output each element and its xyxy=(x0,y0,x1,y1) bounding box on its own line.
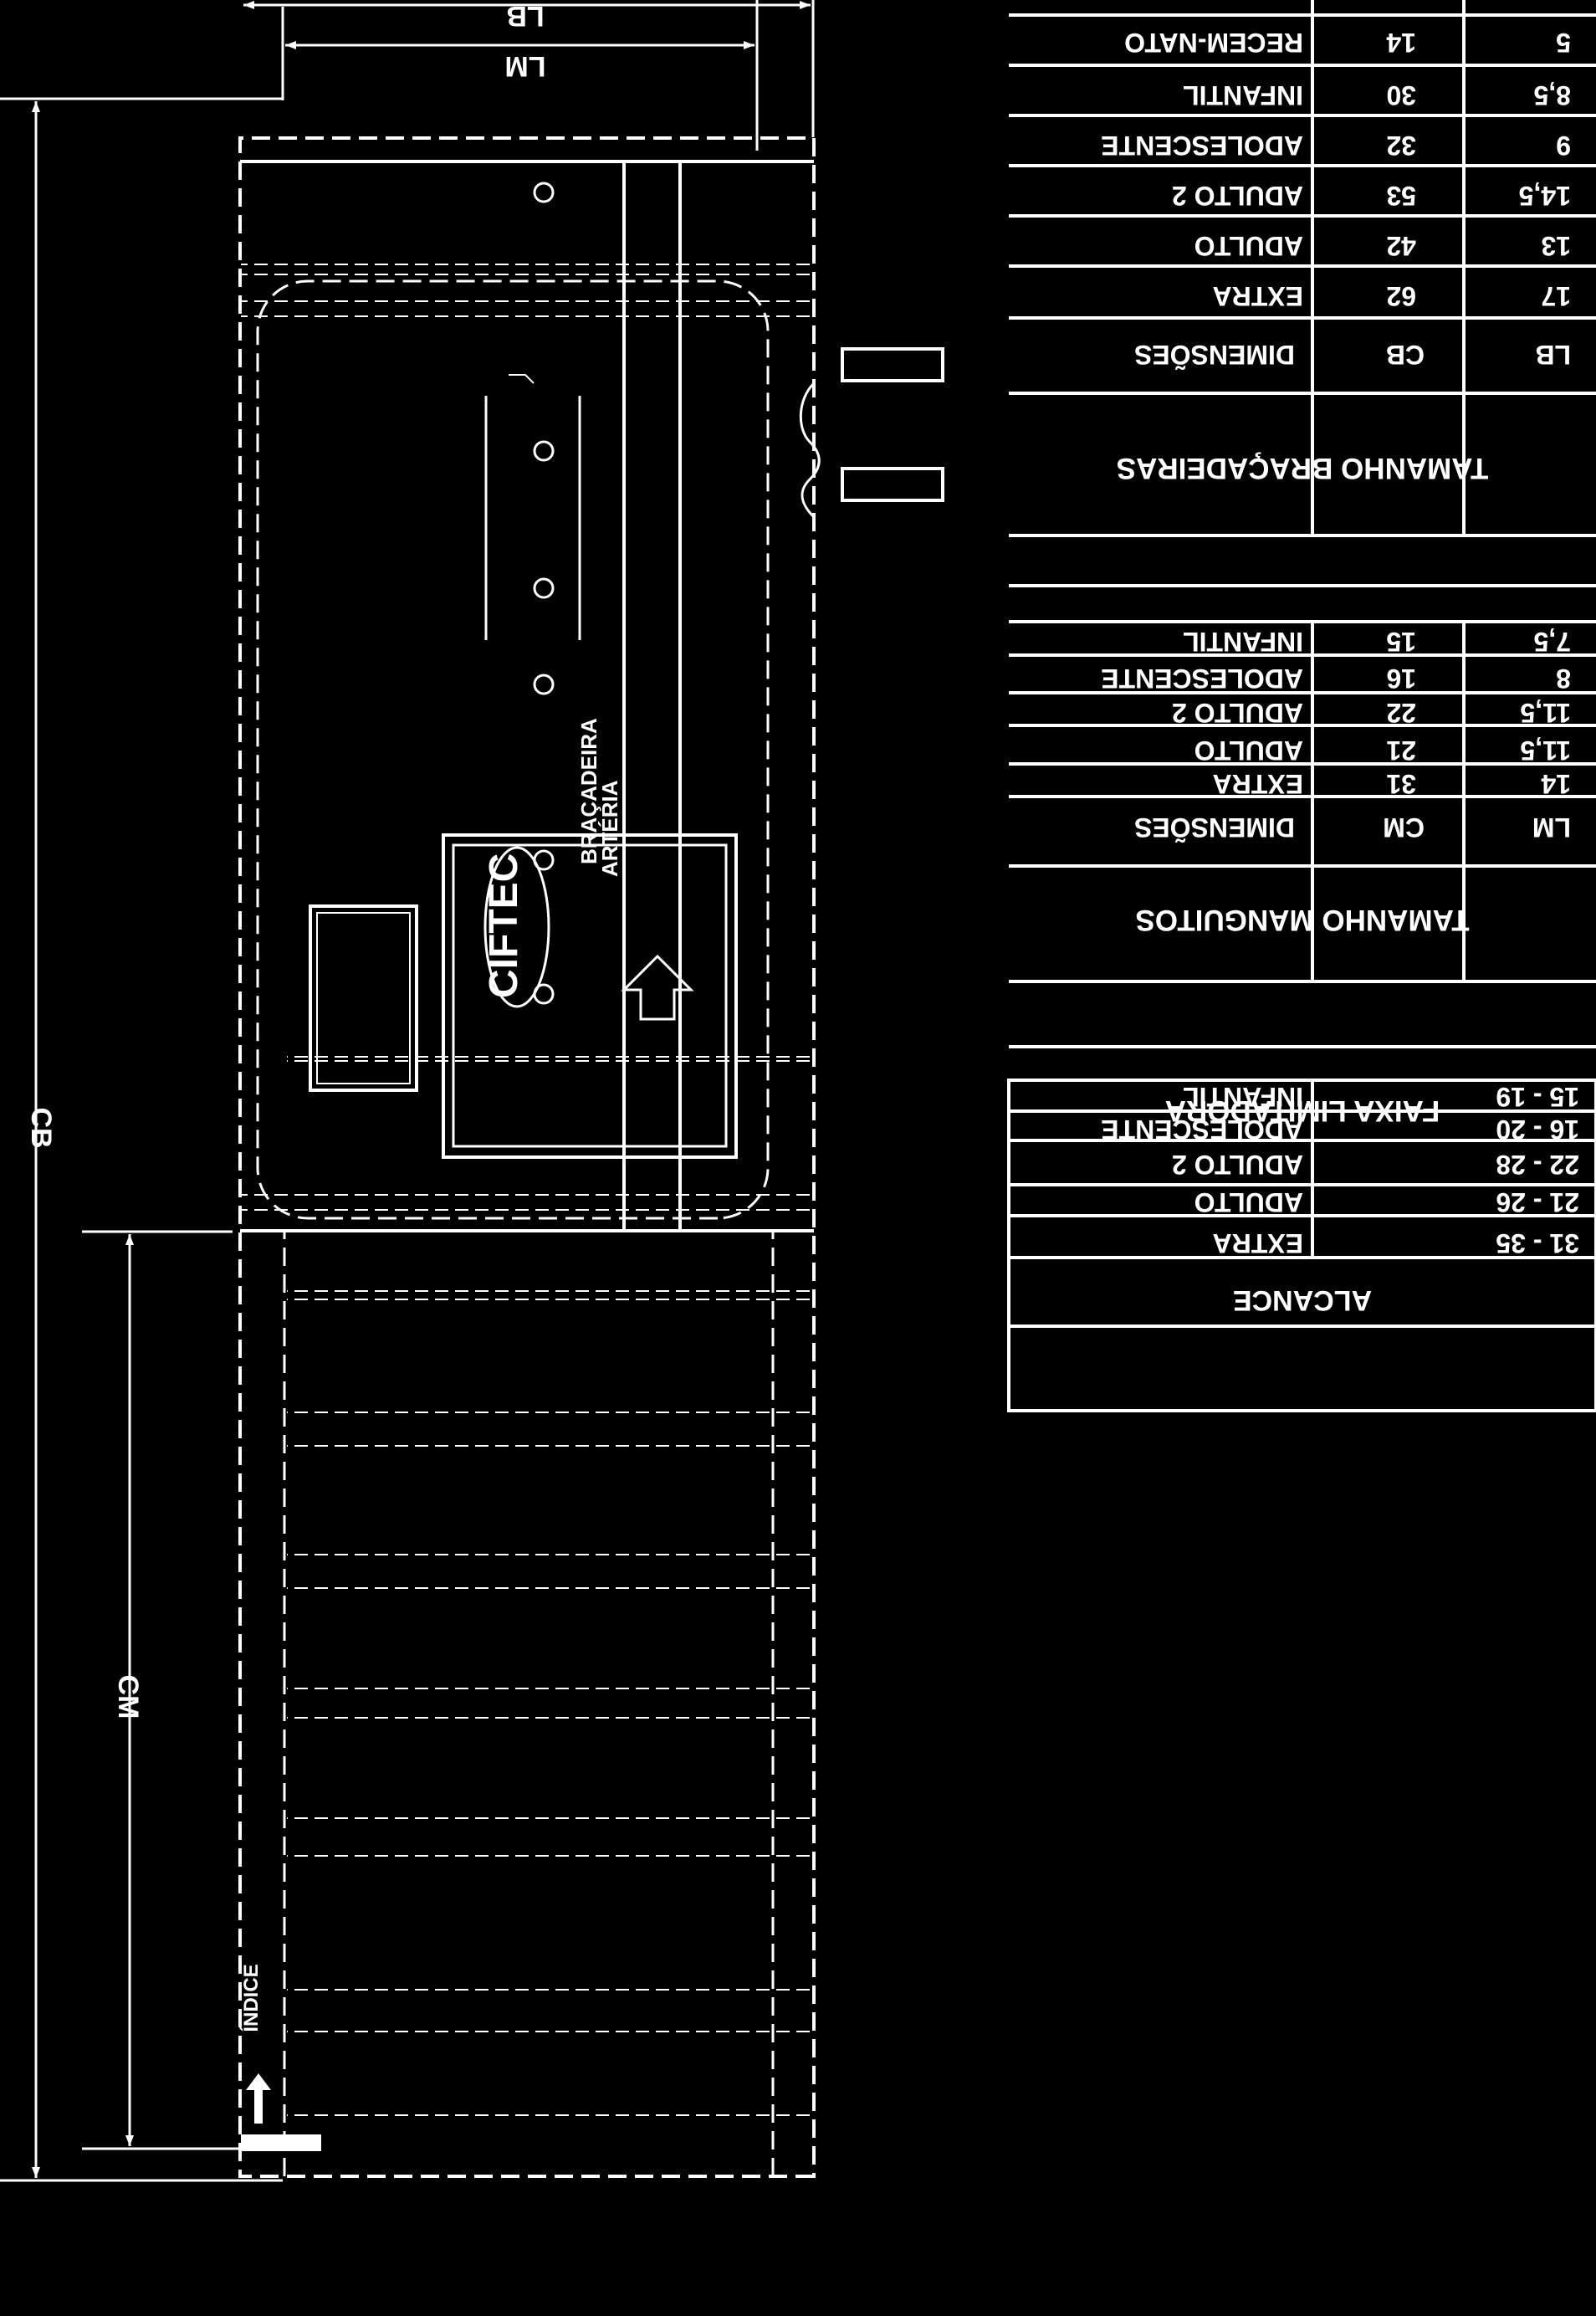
bracadeiras-title: TAMANHO BRAÇADEIRAS xyxy=(1117,452,1489,484)
dimension-lines xyxy=(0,0,815,2182)
table-row-value-a: 21 xyxy=(1386,735,1416,766)
table-row-value-a: 62 xyxy=(1386,281,1416,311)
manguitos-title: TAMANHO MANGUITOS xyxy=(1135,904,1469,936)
table-row-label: EXTRA xyxy=(1213,769,1303,799)
table-row-value-a: 14 xyxy=(1386,28,1416,58)
faixa-rows: EXTRA 31 - 35 ADULTO 21 - 26 ADULTO 2 22… xyxy=(1101,1082,1579,1258)
bracadeiras-header-dimensoes: DIMENSÕES xyxy=(1134,340,1295,370)
table-row-value-b: 14,5 xyxy=(1519,181,1571,211)
faixa-row-label: ADULTO 2 xyxy=(1172,1150,1303,1180)
table-faixa-limitadora xyxy=(1007,1079,1596,1412)
faixa-title: FAIXA LIMITADORA xyxy=(1165,1094,1440,1127)
table-row-value-b: 8,5 xyxy=(1534,80,1571,110)
cuff-outer-border xyxy=(238,136,816,2178)
faixa-row-label: INFANTIL xyxy=(1183,1082,1303,1112)
table-row-value-a: 32 xyxy=(1386,131,1416,161)
hose-connector-top xyxy=(841,467,944,502)
faixa-row-label: ADULTO xyxy=(1194,1187,1303,1217)
table-row-value-b: 7,5 xyxy=(1534,627,1571,657)
label-box-inner xyxy=(452,843,728,1148)
label-box-outer xyxy=(442,833,738,1159)
window-rect xyxy=(309,904,418,1092)
table-row-label: ADOLESCENTE xyxy=(1101,664,1303,694)
faixa-subtitle: ALCANCE xyxy=(1233,1284,1372,1316)
table-row-label: INFANTIL xyxy=(1183,627,1303,657)
index-arrow-icon xyxy=(246,2073,271,2124)
table-row-value-b: 14 xyxy=(1541,769,1571,799)
table-row-label: ADULTO 2 xyxy=(1172,181,1303,211)
dimension-lm-label: LM xyxy=(504,50,545,82)
faixa-row-value: 21 - 26 xyxy=(1496,1187,1579,1217)
index-marker xyxy=(241,2134,321,2151)
faixa-row-value: 15 - 19 xyxy=(1496,1082,1579,1112)
manguitos-header-dimensoes: DIMENSÕES xyxy=(1134,812,1295,843)
index-label: ÍNDICE xyxy=(239,1964,263,2032)
table-row-value-b: 11,5 xyxy=(1520,735,1571,766)
dimension-cb-label: CB xyxy=(25,1107,57,1148)
manguitos-header-c1: CM xyxy=(1383,812,1425,843)
faixa-row-value: 31 - 35 xyxy=(1496,1228,1579,1258)
table-row-label: INFANTIL xyxy=(1183,80,1303,110)
table-row-value-a: 16 xyxy=(1386,664,1416,694)
table-row-label: ADULTO 2 xyxy=(1172,698,1303,728)
cuff-outline xyxy=(238,136,944,2178)
table-row-value-b: 13 xyxy=(1541,231,1571,261)
table-row-value-b: 8 xyxy=(1556,664,1571,694)
table-row-label: ADULTO xyxy=(1194,231,1303,261)
faixa-row-value: 22 - 28 xyxy=(1496,1150,1579,1180)
artery-arrow-icon xyxy=(621,954,694,1021)
hose-connector-bottom xyxy=(841,347,944,382)
bladder-outline xyxy=(256,279,770,1220)
table-row-value-b: 5 xyxy=(1556,28,1571,58)
table-row-label: ADULTO xyxy=(1194,735,1303,766)
logo-text: CIFTEC xyxy=(482,853,526,998)
table-row-value-b: 17 xyxy=(1541,281,1571,311)
faixa-row-label: ADOLESCENTE xyxy=(1101,1114,1303,1145)
manguitos-header-c2: LM xyxy=(1532,812,1571,843)
table-row-label: RECEM-NATO xyxy=(1124,28,1303,58)
table-row-value-a: 53 xyxy=(1386,181,1416,211)
table-row-value-b: 9 xyxy=(1556,131,1571,161)
dimension-lb-label: LB xyxy=(506,0,544,32)
table-tamanho-manguitos xyxy=(1009,620,1596,1048)
arrow-label-line2: ARTÉRIA xyxy=(597,780,622,877)
logo-ellipse xyxy=(483,846,550,1008)
faixa-row-label: EXTRA xyxy=(1213,1228,1303,1258)
table-row-value-a: 30 xyxy=(1386,80,1416,110)
table-row-value-b: 11,5 xyxy=(1520,698,1571,728)
table-row-label: ADOLESCENTE xyxy=(1101,131,1303,161)
bracadeiras-header-c1: CB xyxy=(1386,340,1425,370)
strap-dashed-lines xyxy=(287,1056,810,2116)
table-row-value-a: 15 xyxy=(1386,627,1416,657)
table-row-value-a: 31 xyxy=(1386,769,1416,799)
faixa-row-value: 16 - 20 xyxy=(1496,1114,1579,1145)
table-tamanho-bracadeiras xyxy=(1009,0,1596,587)
bracadeiras-header-c2: LB xyxy=(1535,340,1571,370)
table-row-value-a: 42 xyxy=(1386,231,1416,261)
arrow-label-line1: BRAÇADEIRA xyxy=(576,718,601,864)
table-row-value-a: 22 xyxy=(1386,698,1416,728)
dimension-cm-label: CM xyxy=(112,1675,144,1719)
table-row-label: EXTRA xyxy=(1213,281,1303,311)
